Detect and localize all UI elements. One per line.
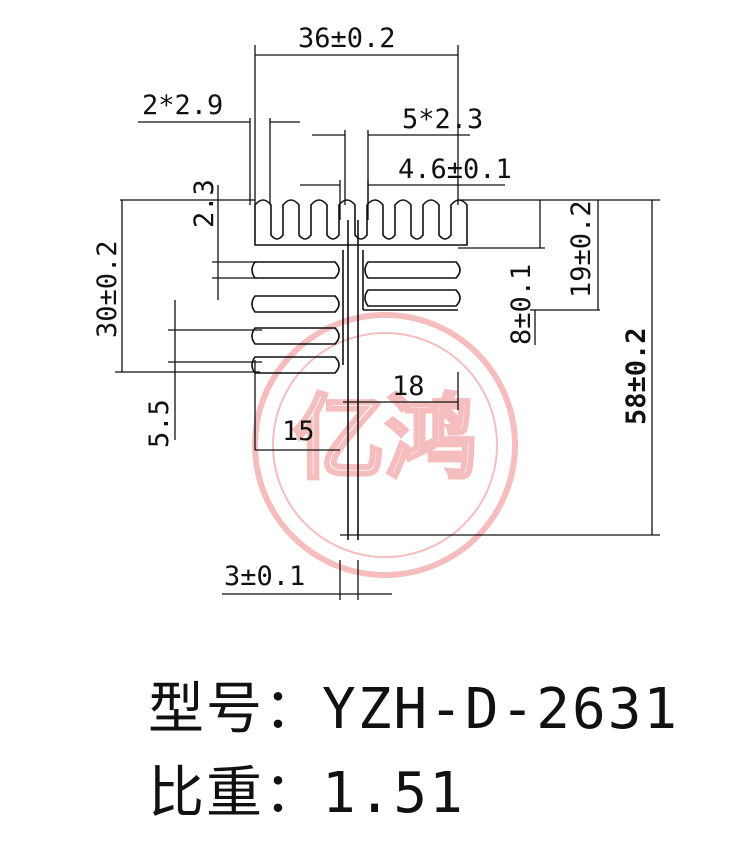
dim-left-height: 30±0.2 — [92, 240, 123, 338]
ratio-row: 比重：1.51 — [148, 748, 465, 829]
dim-overall-height: 58±0.2 — [621, 327, 652, 425]
dimension-lines — [115, 45, 660, 600]
model-value: YZH-D-2631 — [322, 677, 680, 742]
watermark-text: 亿鸿 — [293, 385, 477, 492]
dim-overall-width: 36±0.2 — [298, 23, 396, 54]
dim-fin-gap: 2.3 — [189, 179, 220, 228]
ratio-label: 比重： — [148, 761, 322, 826]
dim-right-upper: 19±0.2 — [566, 200, 597, 298]
dim-base-thickness: 3±0.1 — [224, 561, 305, 592]
ratio-value: 1.51 — [322, 761, 465, 826]
dim-center-web: 4.6±0.1 — [398, 154, 512, 185]
dim-left-base: 15 — [282, 416, 315, 447]
model-label: 型号： — [148, 677, 322, 742]
dim-right-base: 18 — [392, 371, 425, 402]
dim-fin-center: 5*2.3 — [402, 104, 483, 135]
heatsink-drawing: 亿鸿 36±0.2 2*2.9 5*2.3 4.6±0.1 2.3 30±0.2 — [92, 23, 660, 600]
dim-right-lower: 8±0.1 — [506, 264, 537, 345]
dim-fin-pitch: 5.5 — [144, 399, 175, 448]
heatsink-profile — [251, 199, 468, 540]
dim-fin-left: 2*2.9 — [142, 90, 223, 121]
model-row: 型号：YZH-D-2631 — [148, 664, 679, 745]
